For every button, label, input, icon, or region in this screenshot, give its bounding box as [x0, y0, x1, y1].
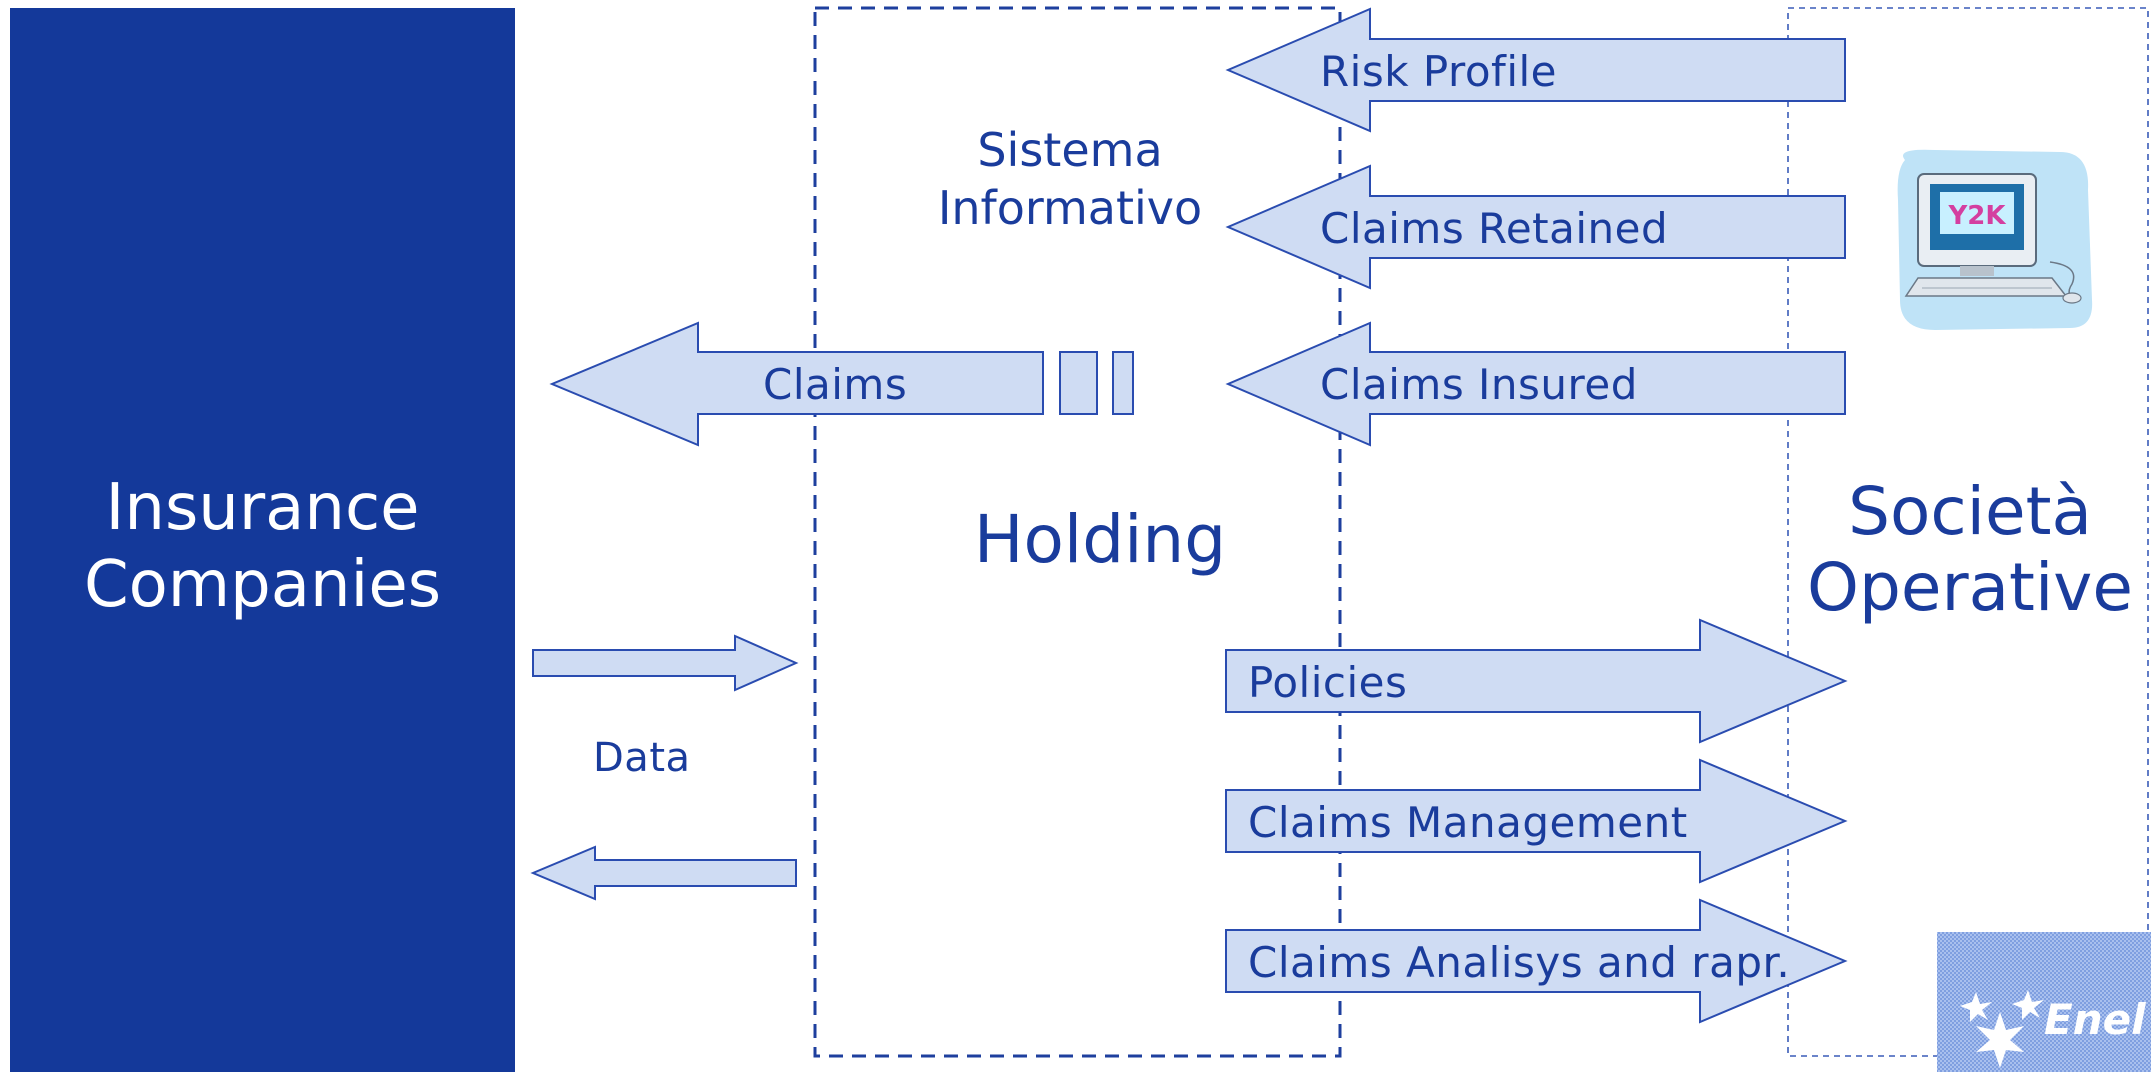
- claims-arrow-stripe-2: [1112, 351, 1134, 415]
- sistema-informativo-line-2: Informativo: [937, 180, 1203, 235]
- arrow-label-risk-profile: Risk Profile: [1320, 47, 1557, 96]
- insurance-companies-line-2: Companies: [83, 547, 442, 622]
- societa-operative-line-1: Società: [1848, 473, 2092, 550]
- arrow-claims-management: [1225, 758, 1848, 884]
- arrow-policies: [1225, 618, 1848, 744]
- insurance-companies-block: [10, 8, 515, 1072]
- data-arrow-left: [530, 845, 797, 901]
- data-label: Data: [593, 735, 691, 781]
- computer-y2k-icon: Y2K: [1897, 149, 2093, 330]
- arrow-claims-retained: [1225, 164, 1846, 290]
- holding-title: Holding: [973, 501, 1227, 578]
- arrow-claims-analysis: [1225, 898, 1848, 1024]
- sistema-informativo-label: Sistema Informativo: [910, 122, 1230, 237]
- arrow-claims: [549, 321, 1044, 447]
- data-arrow-right: [532, 634, 799, 692]
- societa-operative-line-2: Operative: [1807, 548, 2133, 626]
- arrow-label-claims-insured: Claims Insured: [1320, 360, 1638, 409]
- claims-arrow-stripe-1: [1059, 351, 1098, 415]
- arrow-label-claims-retained: Claims Retained: [1320, 204, 1669, 253]
- enel-logo: Enel: [1937, 932, 2151, 1072]
- societa-operative-label: Società Operative: [1795, 474, 2145, 626]
- arrow-label-claims-analysis: Claims Analisys and rapr.: [1248, 938, 1791, 987]
- insurance-companies-label: Insurance Companies: [10, 470, 515, 624]
- computer-screen-text: Y2K: [1947, 201, 2006, 231]
- arrow-label-policies: Policies: [1248, 658, 1408, 707]
- insurance-companies-line-1: Insurance: [105, 471, 420, 545]
- arrow-claims-insured: [1225, 321, 1846, 447]
- sistema-informativo-line-1: Sistema: [977, 123, 1163, 177]
- holding-dashed-box: [813, 6, 1342, 1058]
- arrow-risk-profile: [1225, 7, 1846, 133]
- arrow-label-claims: Claims: [763, 360, 908, 409]
- enel-logo-text: Enel: [2044, 995, 2146, 1044]
- arrow-label-claims-management: Claims Management: [1248, 798, 1688, 847]
